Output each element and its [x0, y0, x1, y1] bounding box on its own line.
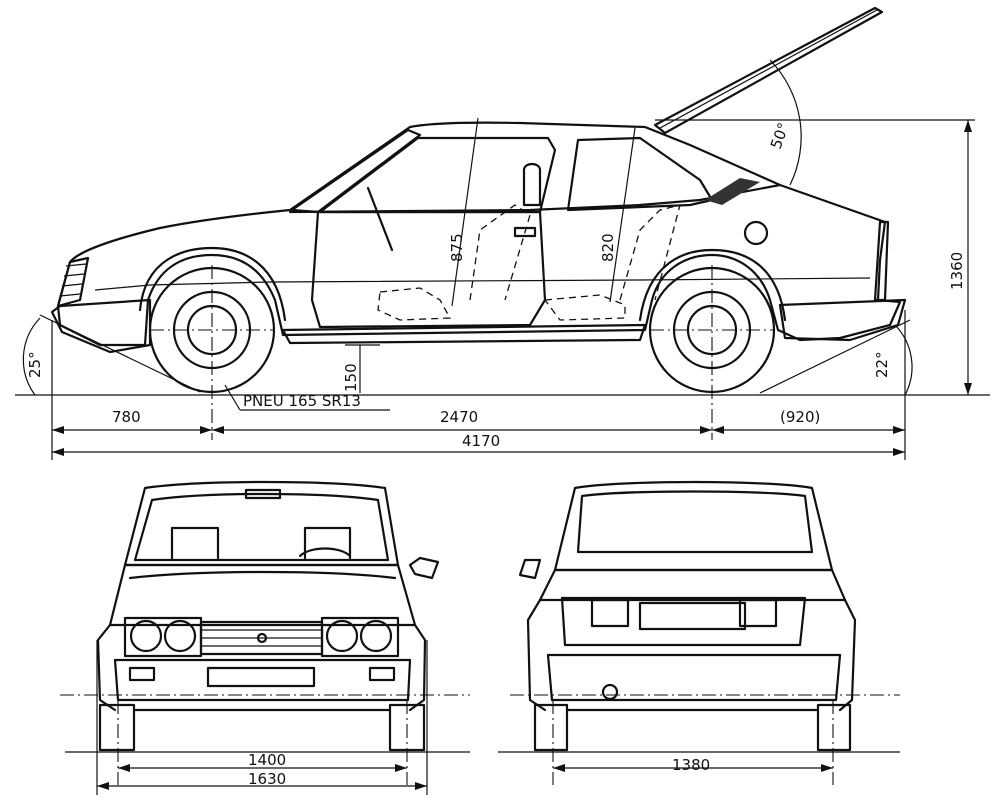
rear-seat — [543, 294, 626, 321]
tail-light — [873, 220, 890, 302]
overall-width-value: 1630 — [248, 770, 286, 788]
side-mirror — [408, 556, 440, 580]
bonnet — [108, 563, 417, 627]
tail-light-right — [738, 598, 778, 628]
rear-window — [566, 136, 714, 212]
front-grille — [56, 256, 90, 308]
door-handle — [513, 226, 537, 238]
windscreen — [290, 128, 422, 214]
front-overhang-value: 780 — [112, 408, 141, 426]
front-wheel-arch — [138, 246, 287, 322]
front-door — [310, 210, 547, 329]
tyre-label: PNEU 165 SR13 — [243, 392, 361, 410]
open-tailgate — [653, 6, 884, 135]
side-crease — [94, 277, 871, 291]
front-plate — [206, 666, 316, 688]
headlight-left-outer — [129, 619, 163, 653]
indicator-left — [128, 666, 156, 682]
front-bumper-face — [113, 658, 412, 702]
front-seatback — [469, 204, 531, 301]
sill — [281, 323, 647, 345]
rear-bumper — [778, 298, 907, 342]
front-windscreen-frame — [123, 480, 400, 567]
side-body-outline — [56, 121, 902, 347]
headlight-right-outer — [359, 619, 393, 653]
steering-wheel — [298, 547, 352, 558]
rear-view: 1380 — [498, 480, 900, 785]
rear-window-frame — [553, 480, 834, 572]
tail-light-left — [590, 598, 630, 628]
seat-right — [303, 526, 352, 560]
rear-panel — [560, 596, 807, 647]
seat-left — [170, 526, 220, 560]
front-view: 1400 1630 — [60, 480, 470, 795]
overall-length-value: 4170 — [462, 432, 500, 450]
rear-bumper-face — [546, 653, 842, 702]
rear-wheel-arch — [638, 248, 787, 322]
front-seat — [377, 287, 452, 321]
front-headroom-line — [451, 117, 479, 307]
rear-plate — [638, 601, 747, 631]
rear-side-mirror — [518, 558, 542, 580]
side-view: PNEU 165 SR13 875 820 150 1360 50° 25° 2… — [15, 6, 990, 460]
steering-column — [366, 186, 394, 252]
front-windscreen — [133, 492, 390, 562]
departure-angle-value: 22° — [873, 351, 891, 378]
ground-clearance-value: 150 — [342, 363, 360, 392]
headlight-right-inner — [325, 619, 359, 653]
tailgate-lower — [538, 568, 847, 602]
rear-track-value: 1380 — [672, 756, 710, 774]
rear-tyre-right — [816, 703, 852, 752]
badge — [256, 632, 268, 644]
front-headroom-value: 875 — [448, 233, 466, 262]
fuel-cap — [743, 220, 769, 246]
headrest — [522, 162, 542, 207]
rear-headroom-value: 820 — [599, 233, 617, 262]
rear-headroom-line — [609, 127, 636, 303]
rear-window — [576, 490, 814, 554]
rear-tyre-left — [533, 703, 569, 752]
rear-overhang-value: (920) — [780, 408, 820, 426]
overall-height-value: 1360 — [948, 252, 966, 290]
front-tyre-left — [98, 703, 136, 752]
rear-quarter-louvre — [705, 178, 760, 205]
front-track-value: 1400 — [248, 751, 286, 769]
front-window — [318, 136, 557, 214]
tailgate-angle-value: 50° — [767, 120, 793, 151]
mirror-inside — [244, 488, 282, 500]
wheelbase-value: 2470 — [440, 408, 478, 426]
exhaust — [601, 683, 619, 701]
headlight-left-inner — [163, 619, 197, 653]
indicator-right — [368, 666, 396, 682]
rear-seatback — [619, 204, 681, 301]
approach-angle-value: 25° — [26, 351, 44, 378]
